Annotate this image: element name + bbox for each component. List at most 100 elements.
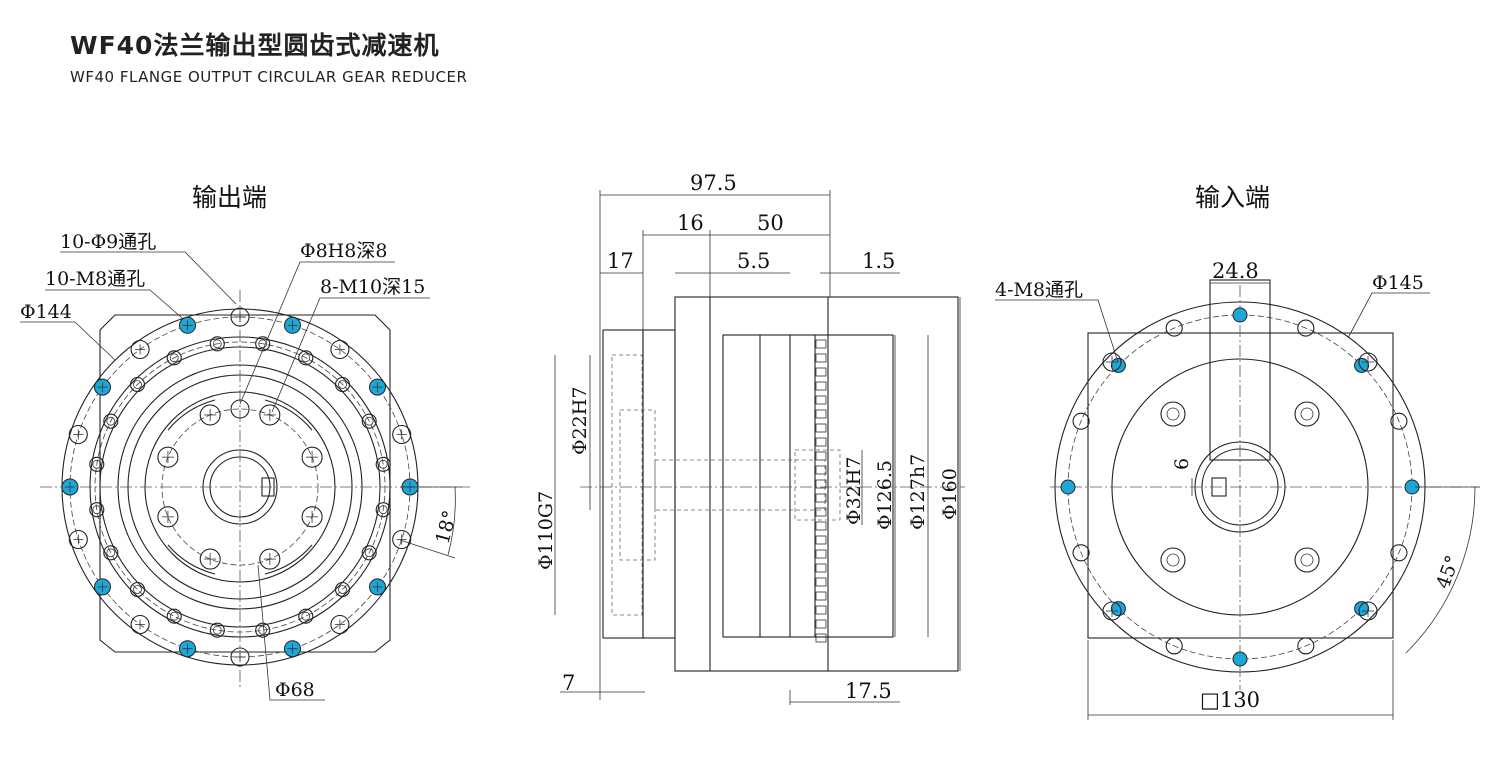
input-outer-hole (1297, 319, 1315, 337)
output-inner-hole (255, 622, 271, 638)
output-through-hole-9 (130, 339, 150, 360)
output-inner-hole (129, 376, 146, 393)
side-section-view (554, 190, 965, 705)
output-flange-outline (99, 314, 391, 653)
dim-dia-160: Φ160 (939, 468, 961, 520)
page-subtitle: WF40 FLANGE OUTPUT CIRCULAR GEAR REDUCER (70, 68, 468, 86)
side-tooth (815, 437, 827, 447)
side-tooth (815, 577, 827, 587)
output-inner-hole (375, 456, 391, 472)
leader-through-hole (60, 251, 237, 305)
input-outer-hole (1072, 412, 1090, 430)
output-slot (264, 544, 313, 575)
input-outer-hole (1165, 637, 1183, 655)
dim-dia-32: Φ32H7 (843, 457, 865, 525)
callout-m10-tap: 8-M10深15 (320, 276, 425, 298)
output-end-view (20, 251, 470, 701)
input-hole-pcd145 (1232, 307, 1248, 323)
side-tooth (815, 479, 827, 489)
input-m8-through-hole (1102, 352, 1122, 372)
dim-7: 7 (562, 671, 575, 695)
output-end-label: 输出端 (192, 183, 267, 212)
output-inner-hole-core (258, 339, 268, 349)
output-inner-hole-core (378, 459, 388, 469)
output-inner-hole-core (92, 505, 102, 515)
output-slot (167, 399, 216, 431)
leader-pcd144 (20, 321, 116, 361)
dim-16: 16 (677, 211, 704, 235)
side-tooth (815, 633, 827, 643)
side-tooth (815, 465, 827, 475)
output-m10-hole (157, 446, 179, 468)
side-step (642, 329, 676, 639)
output-inner-hole (103, 413, 119, 429)
output-inner-hole (334, 376, 351, 393)
input-outer-hole (1390, 544, 1408, 562)
input-outer-hole (1390, 412, 1408, 430)
input-hole-pcd145 (1354, 357, 1370, 373)
callout-pcd-145: Φ145 (1372, 272, 1424, 294)
leader-m10 (271, 297, 430, 413)
callout-pcd-144: Φ144 (20, 301, 72, 323)
output-inner-hole (129, 581, 146, 598)
input-socket-bolt (1294, 547, 1320, 573)
input-m8-through-hole (1358, 352, 1378, 372)
output-hole-pattern (61, 307, 419, 667)
output-inner-hole-core (169, 353, 179, 363)
output-inner-hole (166, 350, 182, 366)
output-inner-hole-core (169, 611, 179, 621)
side-tooth (815, 353, 827, 363)
output-through-hole-9 (68, 529, 88, 550)
output-inner-hole-core (212, 339, 222, 349)
side-hidden (654, 459, 826, 511)
input-m8-through-hole (1102, 601, 1122, 621)
input-outer-hole (1297, 637, 1315, 655)
output-inner-hole-core (258, 625, 268, 635)
leader-pin-hole (239, 261, 395, 405)
output-inner-hole (209, 622, 225, 638)
output-inner-hole-core (338, 585, 347, 594)
output-through-hole-9 (392, 424, 412, 445)
output-inner-hole (334, 581, 351, 598)
side-flange-left (602, 329, 644, 639)
output-through-hole-9 (330, 339, 350, 360)
input-hole-pcd145 (1110, 357, 1126, 373)
dim-1-5: 1.5 (862, 249, 895, 273)
input-end-view (995, 279, 1480, 720)
side-tooth (815, 591, 827, 601)
input-socket-bolt-hex (1166, 553, 1180, 567)
output-inner-hole-core (301, 353, 311, 363)
output-inner-hole-core (212, 625, 222, 635)
input-outer-hole (1072, 544, 1090, 562)
output-inner-hole-core (133, 380, 142, 389)
side-main-body (674, 296, 959, 672)
output-inner-hole-core (106, 416, 116, 426)
side-hidden (619, 409, 656, 561)
dim-17: 17 (607, 249, 634, 273)
input-outer-hole (1165, 319, 1183, 337)
input-square-130 (1087, 332, 1394, 639)
output-m10-hole (301, 446, 323, 468)
input-end-label: 输入端 (1195, 183, 1270, 212)
output-inner-hole (298, 608, 314, 624)
dim-dia-22: Φ22H7 (569, 387, 591, 455)
input-hole-pcd145 (1060, 479, 1076, 495)
input-hole-pattern (1060, 307, 1420, 667)
output-inner-hole-core (133, 585, 142, 594)
input-angle-arc (1405, 486, 1476, 654)
dim-dia-127: Φ127h7 (907, 454, 929, 530)
side-tooth (815, 367, 827, 377)
side-tooth (815, 395, 827, 405)
side-tooth (815, 493, 827, 503)
output-angle-ext (399, 539, 456, 559)
side-tooth (815, 381, 827, 391)
output-m10-hole (301, 506, 323, 528)
callout-pcd-68: Φ68 (275, 679, 315, 701)
dim-5-5: 5.5 (737, 249, 770, 273)
side-inner-housing (722, 334, 894, 638)
side-tooth (815, 549, 827, 559)
output-through-hole-9 (330, 614, 350, 635)
side-tooth (815, 619, 827, 629)
output-through-hole-9 (230, 307, 250, 327)
